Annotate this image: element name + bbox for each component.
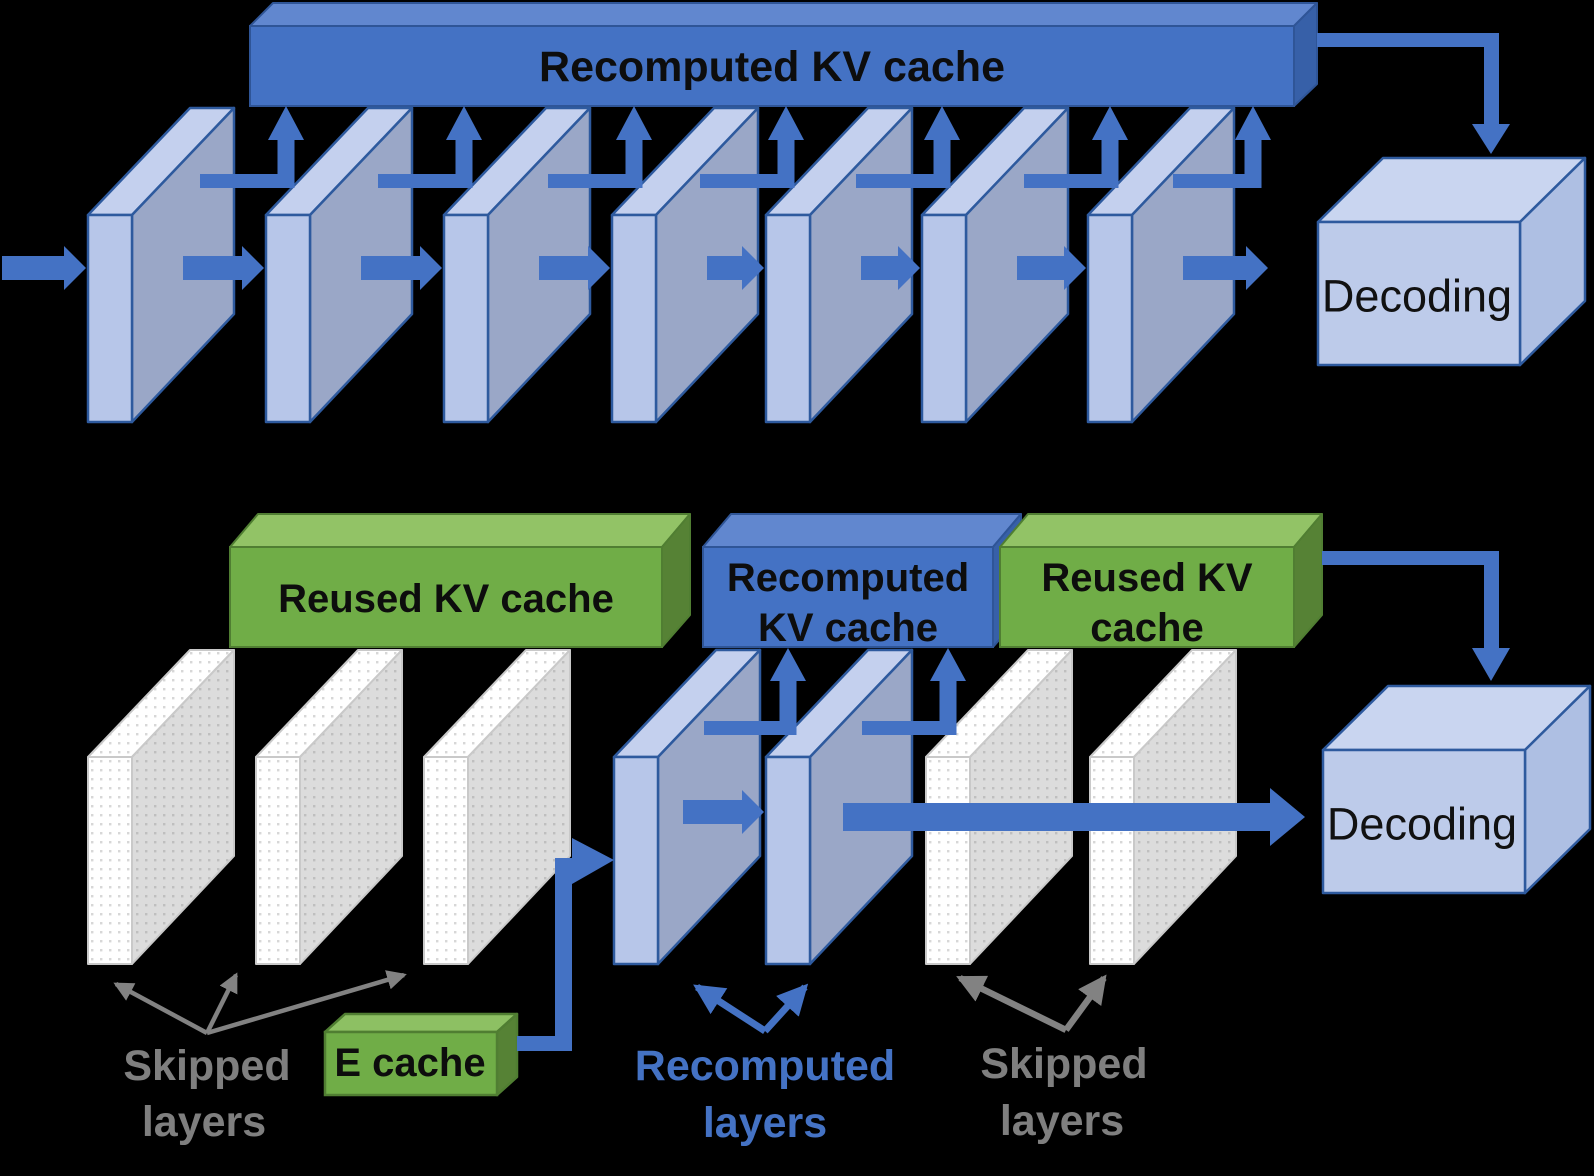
flow-arrow <box>707 246 764 290</box>
recomputed-pointers <box>693 983 809 1034</box>
top-decoding-label: Decoding <box>1322 271 1512 322</box>
flow-arrow <box>361 246 442 290</box>
bottom-pipeline: Reused KV cache Recomputed KV cache Reus… <box>87 513 1592 1147</box>
bottom-decoding-cube <box>1321 684 1592 895</box>
reused-kv-cache-bar-left: Reused KV cache <box>229 513 691 648</box>
e-cache-box: E cache <box>323 1012 519 1097</box>
annotation-arrows <box>113 970 1107 1036</box>
top-decoding-cube <box>1316 156 1587 367</box>
top-pipeline: Recomputed KV cache <box>2 2 1587 424</box>
skipped-layer-slab-2 <box>255 649 403 965</box>
top-kv-write-arrows <box>200 106 1271 188</box>
skipped-right-pointers <box>956 974 1107 1033</box>
recomputed-kv-label-line2: KV cache <box>758 606 938 650</box>
flow-arrow <box>861 246 920 290</box>
reused-kv-right-label-line2: cache <box>1090 606 1203 650</box>
bottom-decoding-label: Decoding <box>1327 799 1517 850</box>
top-kv-cache-bar: Recomputed KV cache <box>249 2 1318 107</box>
input-arrow <box>2 246 86 290</box>
recomputed-kv-cache-bar: Recomputed KV cache <box>702 513 1022 650</box>
skipped-left-pointers <box>113 970 407 1036</box>
top-flow-arrows <box>2 246 1268 290</box>
skipped-left-label-line1: Skipped <box>123 1042 290 1090</box>
recomputed-layers-label-line2: layers <box>703 1099 827 1147</box>
flow-arrow <box>539 246 610 290</box>
bottom-flow-arrows <box>517 551 1510 1051</box>
flow-arrow <box>183 246 264 290</box>
skipped-layer-slab-3 <box>423 649 571 965</box>
recomputed-kv-label-line1: Recomputed <box>727 556 969 600</box>
output-arrow <box>1183 246 1268 290</box>
top-kv-cache-bar-label: Recomputed KV cache <box>539 43 1005 91</box>
reused-kv-left-label: Reused KV cache <box>278 577 614 621</box>
reused-kv-cache-bar-right: Reused KV cache <box>999 513 1323 650</box>
skipped-layer-slab-1 <box>87 649 235 965</box>
flow-arrow <box>683 790 764 834</box>
output-arrow <box>843 788 1305 846</box>
skipped-right-label-line2: layers <box>1000 1097 1124 1145</box>
e-cache-label: E cache <box>334 1041 485 1085</box>
recomputed-layers-label-line1: Recomputed <box>635 1042 895 1090</box>
flow-arrow <box>1017 246 1086 290</box>
skipped-left-label-line2: layers <box>142 1098 266 1146</box>
reused-kv-right-label-line1: Reused KV <box>1041 556 1252 600</box>
top-cache-to-decoding-arrow <box>1317 33 1510 154</box>
skipped-right-label-line1: Skipped <box>980 1040 1147 1088</box>
